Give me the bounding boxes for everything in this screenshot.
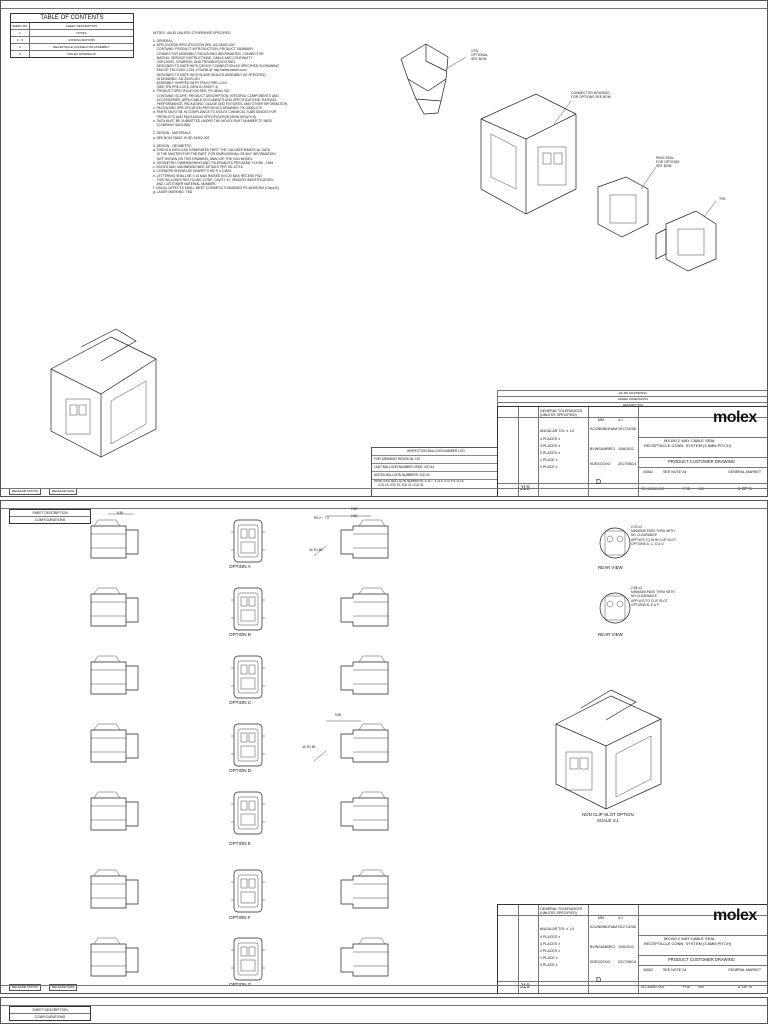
option-a-views [90,519,389,563]
table-of-contents: TABLE OF CONTENTS SHEET NO. SHEET DESCRI… [10,13,134,58]
cpa-callout: CPA OPTIONAL SEE BOM [471,49,489,62]
rear-view-label: REAR VIEW [598,565,623,570]
drawing-sheet-2: SHEET DESCRIPTION CONFIGURATIONS [0,500,768,994]
configuration-options-drawing [90,513,389,981]
toc-header: SHEET NO. SHEET DESCRIPTION [11,23,133,30]
option-label: OPTION G [229,982,252,987]
rear-view-label: REAR VIEW [598,632,623,637]
sheet-number: 2 OF 5 [738,984,752,989]
ring-seal-callout: RING SEAL FOR OPTIONS SEE BOM [656,156,680,169]
option-label: OPTION F [229,915,251,920]
rear-note-b: 2.88 x3 MINIMUM PASS THRU WITH NO CLEARA… [631,586,675,607]
inspection-balloon-log: INSPECTION BALLOON NUMBER LOG FOR DRAWIN… [371,447,501,496]
molex-logo: molex [713,409,757,426]
sheet-border-ruler [1,998,767,1006]
option-label: OPTION E [229,841,251,846]
title-block: GENERAL TOLERANCES (UNLESS SPECIFIED) MM… [497,406,767,496]
drawing-sheet-3: SHEET DESCRIPTION CONFIGURATIONS [0,997,768,1024]
revision-row: ADDED DIMENSIONS [497,396,767,402]
molex-logo: molex [713,907,757,924]
option-e-views [90,791,389,835]
sheet-border-ruler [1,488,767,496]
iso-view-caption: NON CLIP-SLOT OPTION SCALE 4:1 [582,812,634,823]
exploded-assembly-drawing [400,43,717,272]
toc-title: TABLE OF CONTENTS [11,14,133,23]
assembled-connector-view [50,328,157,458]
option-f-views [90,869,389,913]
option-label: OPTION B [229,632,251,637]
non-clip-slot-iso-view [555,689,662,810]
release-status: RELEASE STATUS [9,984,42,991]
toc-row: 1 NOTES [11,30,133,37]
tpa-part [655,210,717,272]
housing-part [480,93,577,215]
release-date: RELEASE DATE [49,984,78,991]
toc-row: 4 RECEPTACLE CONNECTOR ASSEMBLY [11,44,133,51]
drawing-sheet-1: TABLE OF CONTENTS SHEET NO. SHEET DESCRI… [0,0,768,497]
sheet-border-ruler [1,1,767,9]
option-c-views [90,655,389,699]
option-g-views [90,937,389,981]
sheet-border-ruler [1,985,767,993]
toc-row: 5 MOLEX INTERFACE [11,51,133,57]
option-b-views [90,587,389,631]
cpa-part [400,43,449,115]
tpa-callout: TPA [719,197,726,201]
option-label: OPTION A [229,564,251,569]
toc-row: 2 - 3 CONFIGURATIONS [11,37,133,44]
option-d-views [90,723,389,767]
option-label: OPTION D [229,768,252,773]
rear-views-drawing [599,527,631,624]
sheet-description-box: SHEET DESCRIPTION CONFIGURATIONS [9,509,91,524]
housing-callout: CONNECTOR HOUSING FOR OPTIONS SEE BOM [571,91,611,100]
revision-row: EX-RD MASTERING [497,390,767,396]
sheet-description-box: SHEET DESCRIPTION CONFIGURATIONS [9,1006,91,1021]
notes-heading: NOTES: VALID UNLESS OTHERWISE SPECIFIED [153,31,231,35]
option-label: OPTION C [229,700,252,705]
rear-note-a: 2.03 x4 MINIMUM PASS THRU WITH NO CLEARA… [631,525,677,546]
ring-seal-part [597,176,649,238]
sheet-border-ruler [1,501,767,509]
notes-body: 1. GENERAL a. APPLICATION SPECIFICATION … [153,39,287,195]
title-block: GENERAL TOLERANCES (UNLESS SPECIFIED) MM… [497,904,767,993]
